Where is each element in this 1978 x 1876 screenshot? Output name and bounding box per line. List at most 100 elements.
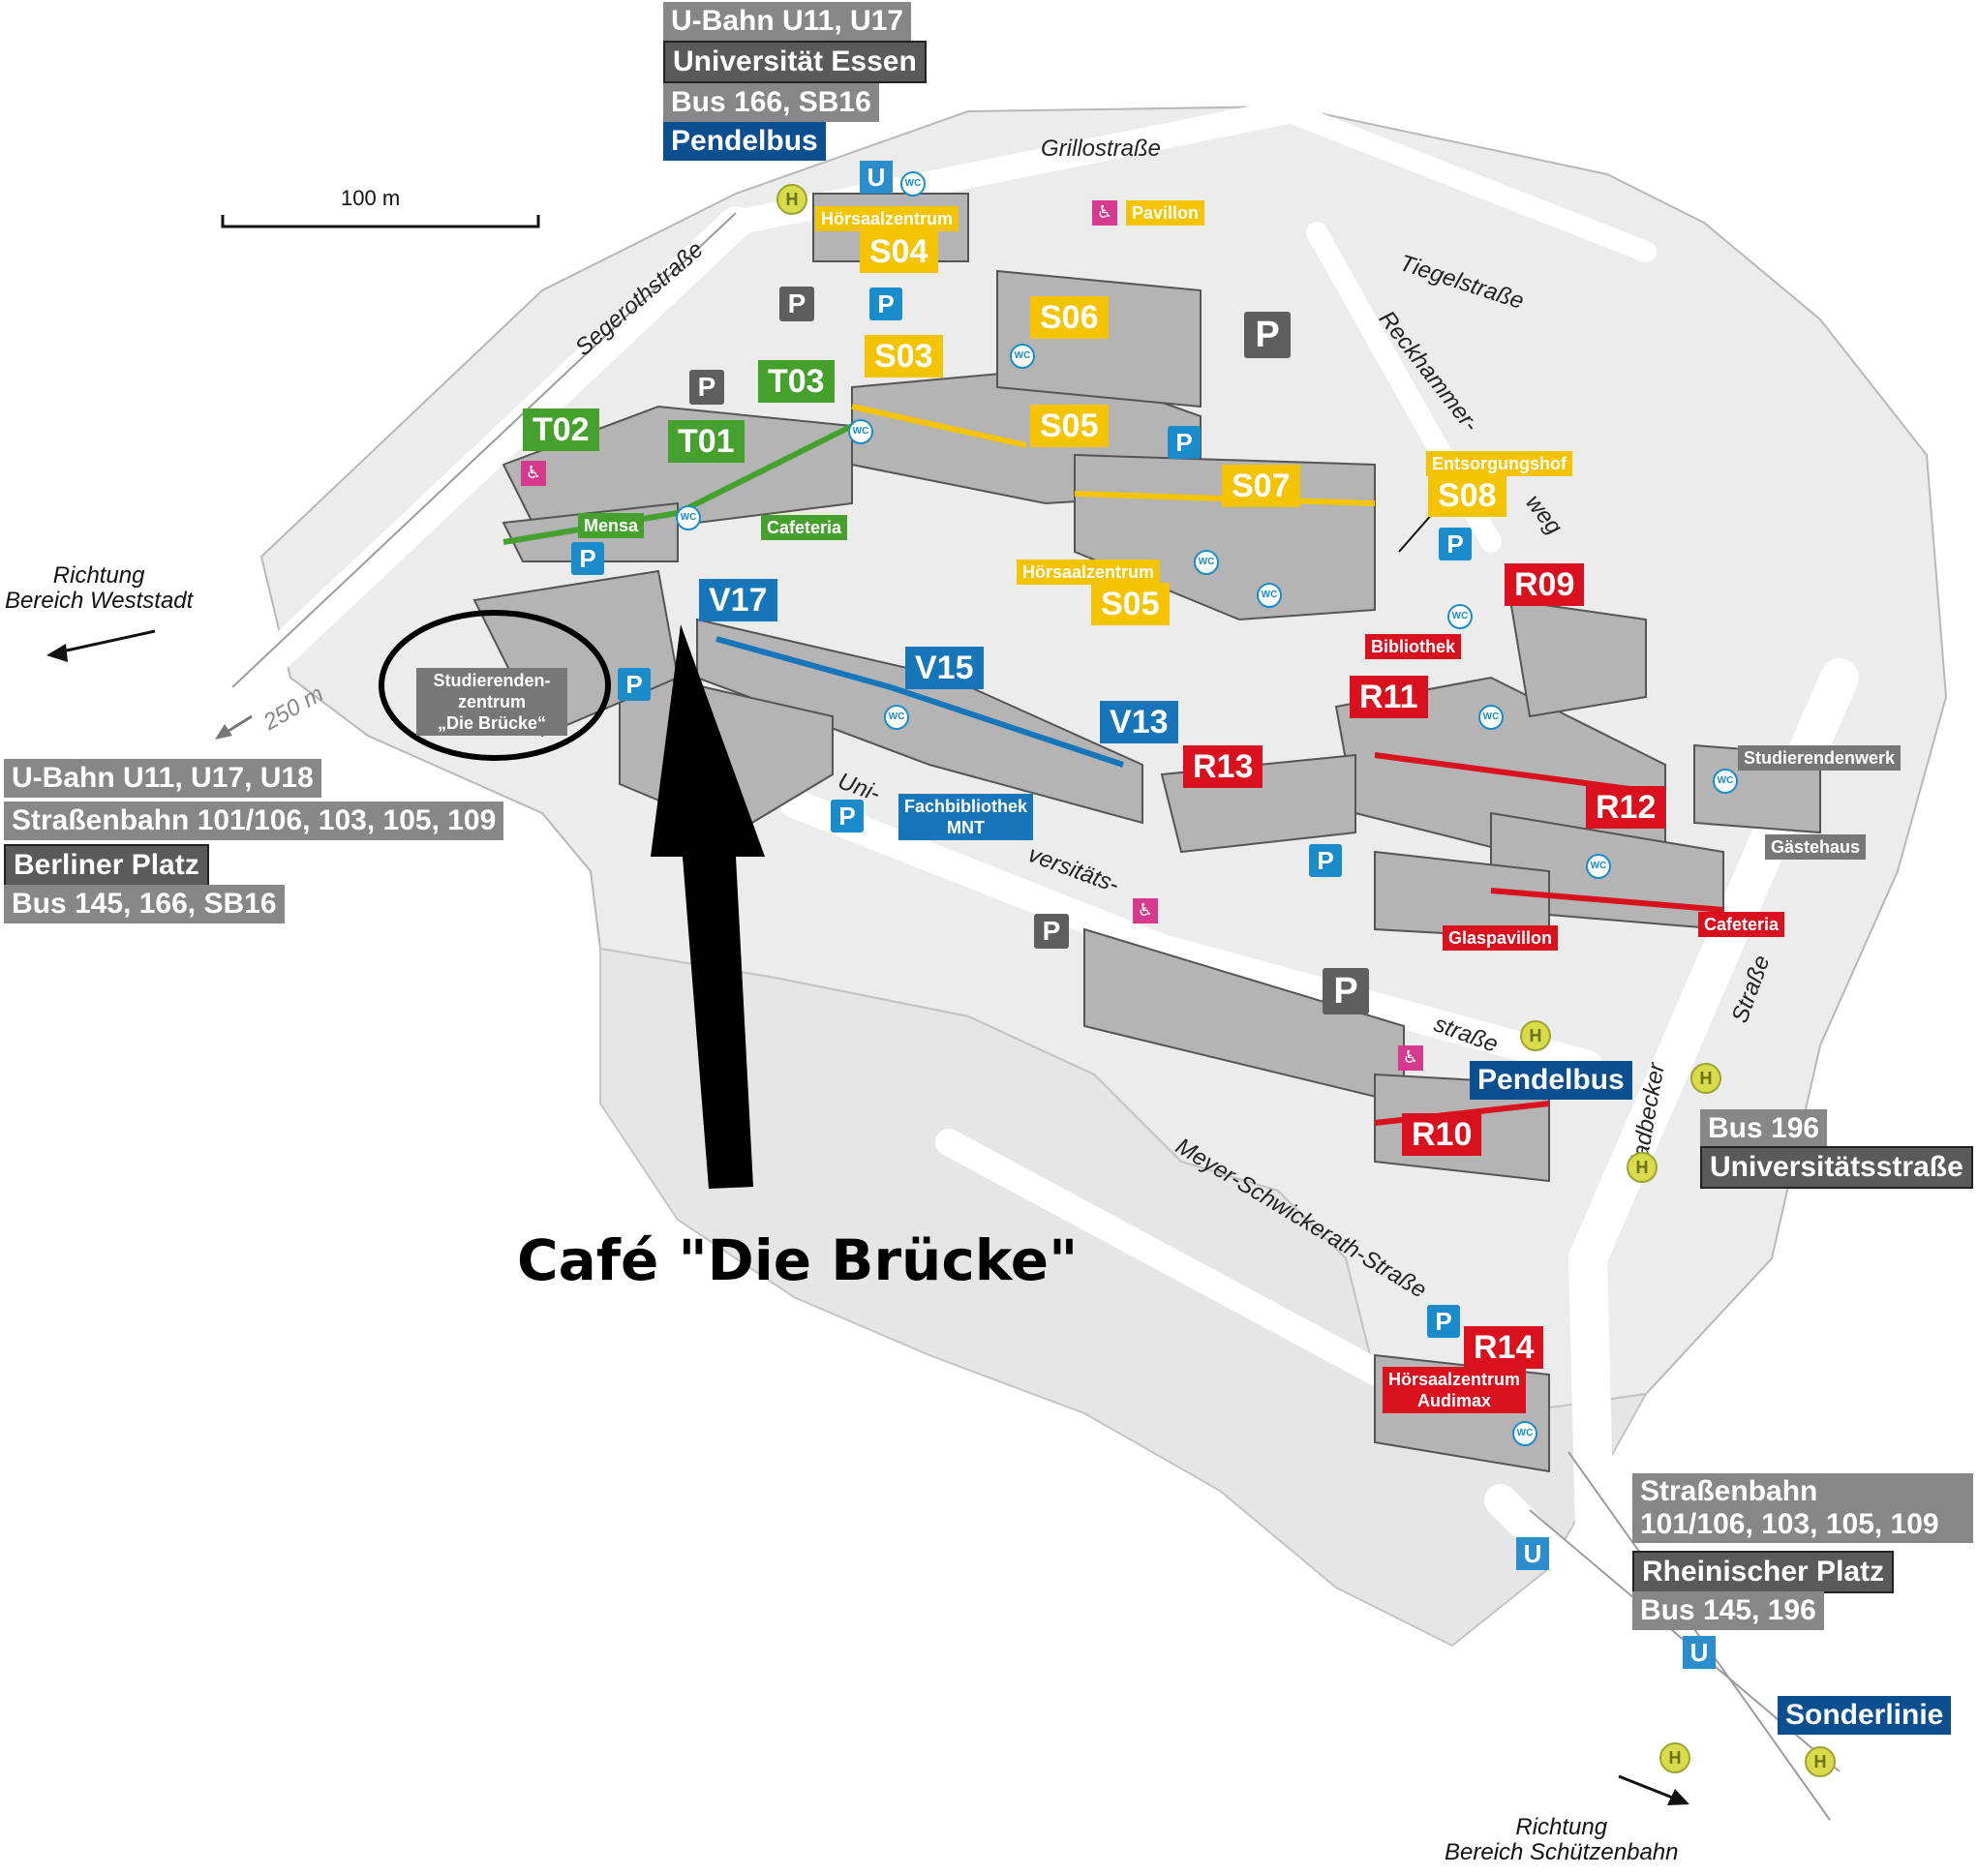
- highlight-ring: [379, 610, 611, 761]
- block-s06: [996, 269, 1202, 408]
- wc-icon: WC: [1010, 344, 1035, 369]
- wc-icon: WC: [1586, 854, 1611, 879]
- arrow-west: [52, 629, 156, 655]
- stop-west-bus: Bus 145, 166, SB16: [4, 885, 285, 923]
- stop-top-name: Universität Essen: [663, 41, 927, 83]
- bus-stop-icon: H: [1627, 1152, 1658, 1183]
- road-south: [1484, 1484, 1856, 1856]
- stop-east-name: Universitätsstraße: [1700, 1146, 1973, 1189]
- street-grillo: Grillostraße: [1041, 136, 1162, 162]
- label-glaspavillon: Glaspavillon: [1443, 925, 1559, 951]
- stop-top-shuttle: Pendelbus: [663, 122, 826, 161]
- building-t03[interactable]: T03: [758, 360, 835, 403]
- label-studierendenzentrum-line2: zentrum: [457, 692, 526, 711]
- label-audimax-line2: Audimax: [1417, 1391, 1492, 1410]
- stop-west-ubahn: U-Bahn U11, U17, U18: [4, 759, 321, 798]
- building-v15[interactable]: V15: [905, 647, 984, 689]
- ubahn-icon: U: [1516, 1537, 1549, 1570]
- label-audimax-line1: Hörsaalzentrum: [1388, 1370, 1521, 1389]
- accessible-parking-icon: P: [1309, 844, 1342, 877]
- wheelchair-icon: ♿: [1133, 898, 1158, 923]
- accessible-parking-icon: P: [618, 668, 651, 701]
- stop-sonderlinie: Sonderlinie: [1778, 1696, 1952, 1735]
- road-tiegel: [1277, 101, 1657, 262]
- wc-icon: WC: [1194, 550, 1219, 575]
- bus-stop-icon: H: [1690, 1063, 1721, 1094]
- label-bibliothek: Bibliothek: [1365, 634, 1462, 659]
- building-r09[interactable]: R09: [1505, 563, 1585, 606]
- label-mensa: Mensa: [578, 513, 645, 538]
- pointer-arrow: [651, 624, 765, 1189]
- building-r13[interactable]: R13: [1183, 745, 1263, 788]
- building-blocks: [472, 193, 1821, 1473]
- building-s05-upper[interactable]: S05: [1030, 405, 1109, 447]
- direction-west: Richtung Bereich Weststadt: [5, 562, 194, 615]
- building-s08[interactable]: S08: [1428, 474, 1506, 517]
- road-segeroth: [216, 206, 752, 713]
- bus-stop-icon: H: [776, 184, 807, 215]
- building-s05-lower[interactable]: S05: [1091, 583, 1170, 625]
- wc-icon: WC: [900, 171, 926, 197]
- stop-se-tram: Straßenbahn 101/106, 103, 105, 109: [1632, 1473, 1973, 1543]
- accessible-parking-icon: P: [1427, 1305, 1460, 1338]
- stop-east-bus: Bus 196: [1700, 1109, 1828, 1148]
- label-studierendenzentrum-line1: Studierenden-: [433, 671, 551, 690]
- bus-stop-icon: H: [1659, 1742, 1690, 1773]
- label-fachbibliothek-line2: MNT: [947, 818, 985, 837]
- accessible-parking-icon: P: [571, 542, 604, 575]
- building-s04[interactable]: S04: [860, 230, 938, 273]
- arrow-south: [1618, 1774, 1681, 1802]
- wheelchair-icon: ♿: [1398, 1045, 1423, 1071]
- direction-south-line2: Bereich Schützenbahn: [1445, 1839, 1679, 1866]
- wc-icon: WC: [1257, 583, 1282, 608]
- building-t01[interactable]: T01: [668, 420, 745, 463]
- stop-top-bus: Bus 166, SB16: [663, 83, 879, 122]
- stop-west-tram: Straßenbahn 101/106, 103, 105, 109: [4, 802, 504, 840]
- wheelchair-icon: ♿: [521, 461, 546, 486]
- label-fachbibliothek: Fachbibliothek MNT: [898, 794, 1034, 840]
- stop-se-tram-line1: Straßenbahn: [1640, 1475, 1818, 1507]
- stop-top-ubahn: U-Bahn U11, U17: [663, 2, 912, 41]
- wc-icon: WC: [848, 419, 873, 444]
- label-pavillon: Pavillon: [1126, 200, 1205, 226]
- accessible-parking-icon: P: [831, 800, 864, 832]
- road-gladbecker: [1567, 658, 1859, 1665]
- building-v17[interactable]: V17: [699, 579, 777, 621]
- building-v13[interactable]: V13: [1100, 701, 1178, 743]
- label-fachbibliothek-line1: Fachbibliothek: [904, 797, 1028, 816]
- wc-icon: WC: [1478, 705, 1504, 730]
- stop-se-name: Rheinischer Platz: [1632, 1551, 1895, 1593]
- parking-icon: P: [689, 370, 724, 405]
- accessible-parking-icon: P: [1439, 528, 1472, 560]
- building-r10[interactable]: R10: [1402, 1113, 1482, 1156]
- cafe-caption: Café "Die Brücke": [517, 1227, 1079, 1293]
- building-r12[interactable]: R12: [1586, 786, 1666, 829]
- bus-stop-icon: H: [1520, 1020, 1551, 1051]
- ubahn-icon: U: [860, 161, 893, 194]
- building-s07[interactable]: S07: [1222, 465, 1300, 507]
- direction-west-line1: Richtung: [52, 562, 145, 589]
- wc-icon: WC: [1713, 769, 1738, 794]
- scale-bar: [221, 215, 540, 228]
- wc-icon: WC: [884, 705, 909, 730]
- direction-west-line2: Bereich Weststadt: [5, 588, 194, 615]
- parking-icon: P: [1323, 968, 1369, 1014]
- label-hoersaalzentrum-s05: Hörsaalzentrum: [1017, 560, 1161, 585]
- wc-icon: WC: [1512, 1421, 1537, 1446]
- parking-icon: P: [1244, 312, 1291, 358]
- direction-south-line1: Richtung: [1515, 1814, 1608, 1840]
- stop-se-bus: Bus 145, 196: [1632, 1591, 1824, 1630]
- building-s06[interactable]: S06: [1030, 296, 1109, 339]
- label-studierendenzentrum: Studierenden- zentrum „Die Brücke“: [416, 668, 567, 736]
- stop-pendelbus: Pendelbus: [1470, 1061, 1632, 1100]
- building-t02[interactable]: T02: [523, 408, 599, 451]
- building-s03[interactable]: S03: [865, 335, 943, 378]
- accessible-parking-icon: P: [1168, 426, 1201, 459]
- ubahn-icon: U: [1683, 1636, 1716, 1669]
- building-r14[interactable]: R14: [1464, 1326, 1544, 1369]
- wheelchair-icon: ♿: [1092, 200, 1117, 226]
- label-hoersaalzentrum-s04: Hörsaalzentrum: [815, 206, 959, 231]
- building-r11[interactable]: R11: [1350, 676, 1428, 718]
- highlight-v: [715, 636, 1124, 768]
